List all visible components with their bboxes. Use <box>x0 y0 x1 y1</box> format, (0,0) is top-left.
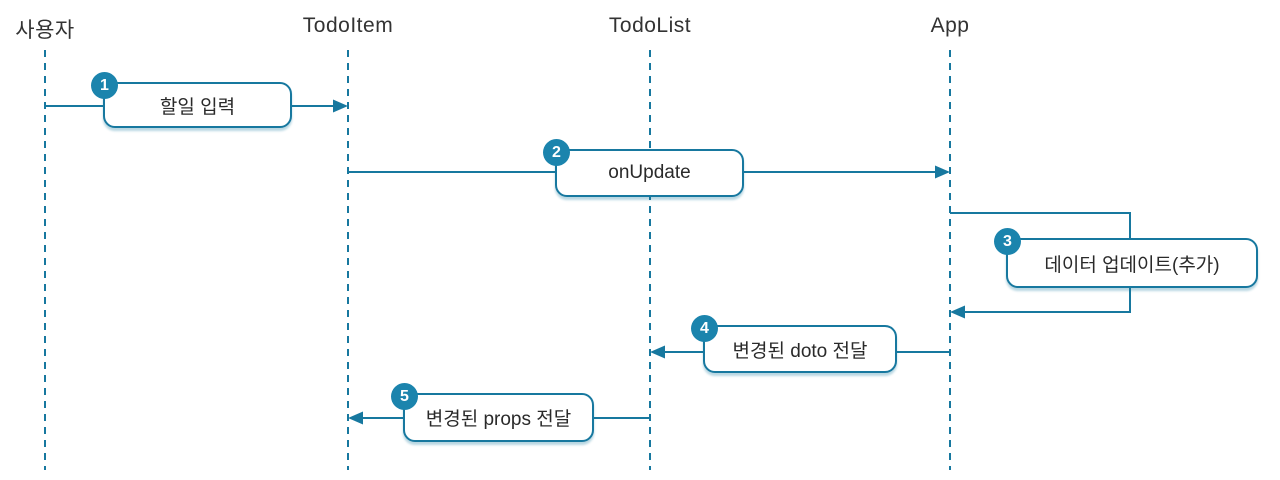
step-badge-5: 5 <box>391 383 418 410</box>
step-badge-2: 2 <box>543 139 570 166</box>
step-badge-4: 4 <box>691 315 718 342</box>
actor-label-todolist: TodoList <box>608 14 692 37</box>
actor-label-app: App <box>930 14 970 37</box>
arrow-3-head <box>950 305 965 319</box>
arrow-4-head <box>650 345 665 359</box>
arrow-1-head <box>333 99 348 113</box>
step-badge-1: 1 <box>91 72 118 99</box>
message-label-5: 변경된 props 전달 <box>425 409 572 430</box>
message-box-2: 2 onUpdate <box>543 139 744 197</box>
message-box-4: 4 변경된 doto 전달 <box>691 315 897 373</box>
step-badge-3: 3 <box>994 228 1021 255</box>
arrow-5-head <box>348 411 363 425</box>
message-box-5: 5 변경된 props 전달 <box>391 383 594 442</box>
message-box-1: 1 할일 입력 <box>91 72 292 128</box>
message-label-3: 데이터 업데이트(추가) <box>1044 254 1220 276</box>
message-label-1: 할일 입력 <box>159 96 236 118</box>
message-box-3: 3 데이터 업데이트(추가) <box>994 228 1258 288</box>
actor-label-user: 사용자 <box>15 19 75 42</box>
actor-label-todoitem: TodoItem <box>302 14 394 37</box>
arrow-2-head <box>935 165 950 179</box>
message-label-2: onUpdate <box>608 162 691 183</box>
lifelines <box>44 50 951 470</box>
message-label-4: 변경된 doto 전달 <box>732 340 868 362</box>
